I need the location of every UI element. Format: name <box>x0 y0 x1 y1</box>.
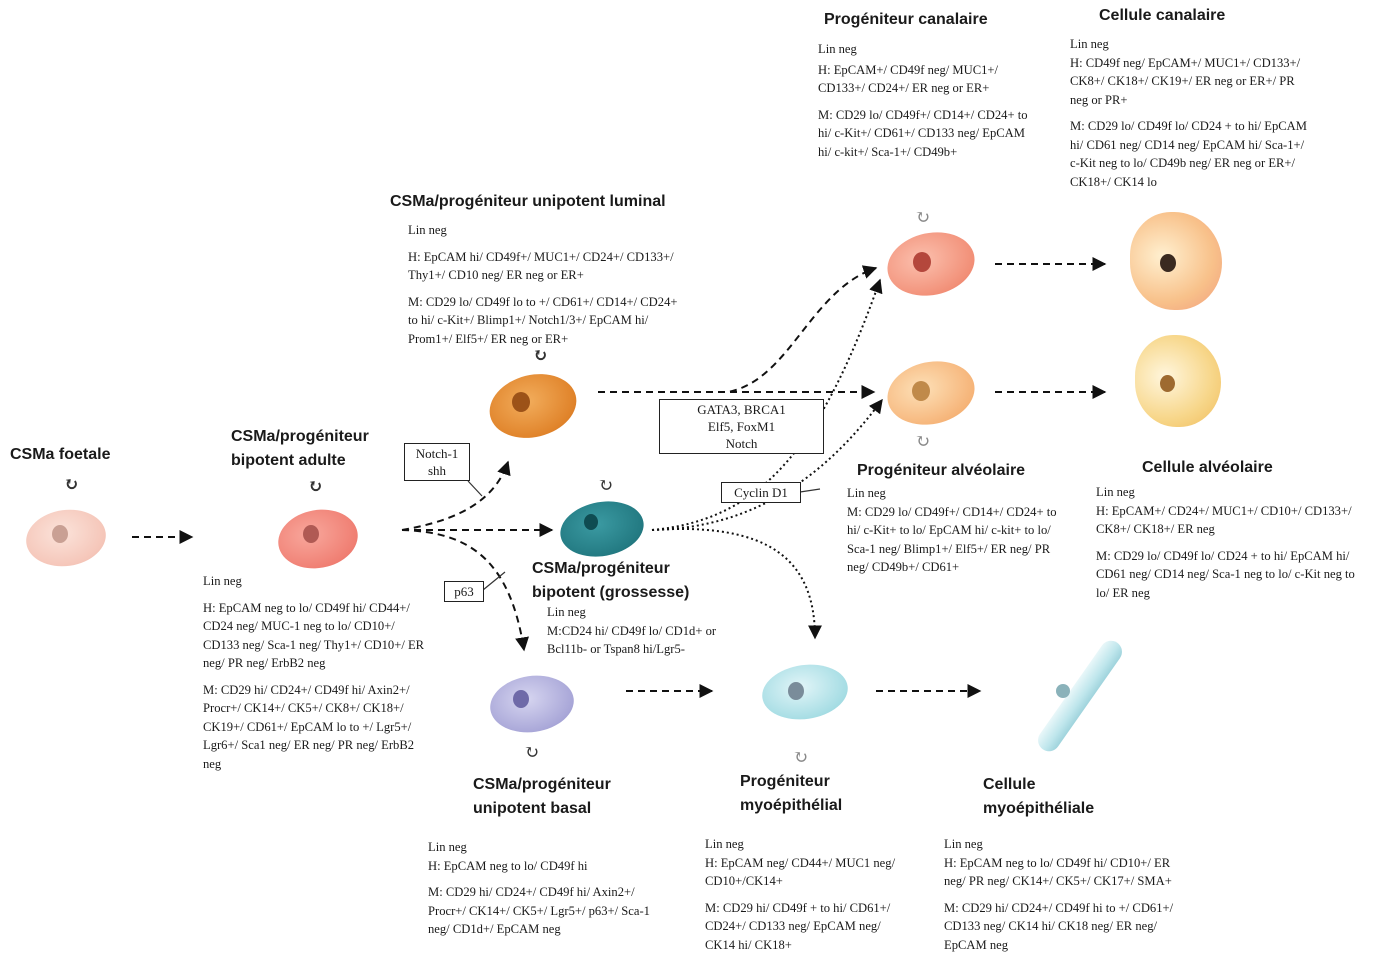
marker-mouse: M: CD29 lo/ CD49f+/ CD14+/ CD24+ to hi/ … <box>847 504 1057 575</box>
canal-progenitor-markers: Lin neg H: EpCAM+/ CD49f neg/ MUC1+/ CD1… <box>818 40 1033 161</box>
pregnancy-markers: Lin neg M:CD24 hi/ CD49f lo/ CD1d+ or Bc… <box>547 603 747 659</box>
marker-lin: Lin neg <box>547 605 586 619</box>
pregnancy-renew-icon: ↻ <box>598 475 614 495</box>
cyclin-d1-label: Cyclin D1 <box>721 482 801 503</box>
canal-cell-markers: Lin neg H: CD49f neg/ EpCAM+/ MUC1+/ CD1… <box>1070 35 1310 191</box>
marker-mouse: M: CD29 hi/ CD24+/ CD49f hi/ Axin2+/ Pro… <box>203 682 415 771</box>
canal-renew-icon: ↻ <box>915 207 931 227</box>
canal-progenitor-nucleus <box>913 252 931 272</box>
basal-progenitor-nucleus <box>513 690 529 708</box>
marker-lin: Lin neg <box>428 840 467 854</box>
bipotent-adult-nucleus <box>303 525 319 543</box>
marker-mouse: M: CD29 lo/ CD49f+/ CD14+/ CD24+ to hi/ … <box>818 107 1028 159</box>
arrow-adult-to-basal <box>401 529 529 652</box>
marker-human: H: EpCAM+/ CD49f neg/ MUC1+/ CD133+/ CD2… <box>818 62 999 96</box>
gata-line-1: GATA3, BRCA1 <box>697 402 786 417</box>
myoprog-title-2: myoépithélial <box>740 797 843 814</box>
myo-cell-markers: Lin neg H: EpCAM neg to lo/ CD49f hi/ CD… <box>944 835 1194 954</box>
marker-human: H: EpCAM neg to lo/ CD49f hi/ CD44+/ CD2… <box>203 600 425 671</box>
myo-cell-title-2: myoépithéliale <box>983 800 1095 817</box>
marker-human: H: CD49f neg/ EpCAM+/ MUC1+/ CD133+/ CK8… <box>1070 55 1301 107</box>
marker-lin: Lin neg <box>1070 37 1109 51</box>
notch-label-pointer <box>467 480 483 497</box>
arrow-adult-to-luminal <box>401 460 511 531</box>
marker-lin: Lin neg <box>847 486 886 500</box>
marker-mouse: M: CD29 hi/ CD24+/ CD49f hi/ Axin2+/ Pro… <box>428 885 650 936</box>
marker-human: H: EpCAM neg to lo/ CD49f hi/ CD10+/ ER … <box>944 855 1172 889</box>
marker-human: H: EpCAM neg to lo/ CD49f hi <box>428 858 588 873</box>
arrow-luminal-to-canal <box>598 265 878 393</box>
canal-cell-title: Cellule canalaire <box>1099 7 1226 24</box>
arrow-pregnancy-to-canal <box>651 278 883 531</box>
notch-shh-label: Notch-1 shh <box>404 443 470 481</box>
marker-mouse: M: CD29 hi/ CD24+/ CD49f hi to +/ CD61+/… <box>944 900 1174 952</box>
myoepithelial-progenitor-nucleus <box>788 682 804 700</box>
myo-cell-title-1: Cellule <box>983 776 1036 793</box>
marker-human: H: EpCAM hi/ CD49f+/ MUC1+/ CD24+/ CD133… <box>408 249 674 283</box>
adult-renew-icon: ↻ <box>308 476 324 496</box>
basal-title-2: unipotent basal <box>473 800 592 817</box>
gata-label: GATA3, BRCA1 Elf5, FoxM1 Notch <box>659 399 824 454</box>
marker-mouse: M:CD24 hi/ CD49f lo/ CD1d+ or Bcl11b- or… <box>547 623 717 657</box>
marker-mouse: M: CD29 lo/ CD49f lo/ CD24 + to hi/ EpCA… <box>1070 119 1307 189</box>
fetal-nucleus <box>52 525 68 543</box>
myoprog-renew-icon: ↻ <box>793 747 809 767</box>
luminal-renew-icon: ↻ <box>533 345 549 365</box>
marker-lin: Lin neg <box>818 42 857 56</box>
marker-lin: Lin neg <box>1096 485 1135 499</box>
bipotent-adult-title-2: bipotent adulte <box>231 452 346 469</box>
shh-label: shh <box>427 463 447 478</box>
marker-lin: Lin neg <box>408 223 447 237</box>
cyclin-label-pointer <box>799 488 821 493</box>
arrow-pregnancy-to-myoprog <box>651 528 822 640</box>
myoepithelial-cell-nucleus <box>1056 684 1070 698</box>
basal-markers: Lin neg H: EpCAM neg to lo/ CD49f hi M: … <box>428 838 664 939</box>
pregnancy-title-1: CSMa/progéniteur <box>532 560 670 577</box>
bipotent-adult-title-1: CSMa/progéniteur <box>231 428 369 445</box>
marker-human: H: EpCAM neg/ CD44+/ MUC1 neg/ CD10+/CK1… <box>705 855 896 889</box>
marker-mouse: M: CD29 lo/ CD49f lo to +/ CD61+/ CD14+/… <box>408 294 678 346</box>
alveolar-progenitor-markers: Lin neg M: CD29 lo/ CD49f+/ CD14+/ CD24+… <box>847 484 1072 577</box>
myoprog-markers: Lin neg H: EpCAM neg/ CD44+/ MUC1 neg/ C… <box>705 835 905 954</box>
myoprog-title-1: Progéniteur <box>740 773 830 790</box>
alveolar-cell <box>1135 335 1221 427</box>
alveolar-cell-nucleus <box>1160 375 1175 392</box>
bipotent-adult-markers: Lin neg H: EpCAM neg to lo/ CD49f hi/ CD… <box>203 572 431 773</box>
p63-label-pointer <box>482 571 506 591</box>
alveolar-cell-markers: Lin neg H: EpCAM+/ CD24+/ MUC1+/ CD10+/ … <box>1096 483 1361 602</box>
canal-cell-nucleus <box>1160 254 1176 272</box>
canal-progenitor-title: Progéniteur canalaire <box>824 11 988 28</box>
fetal-title: CSMa foetale <box>10 446 111 463</box>
marker-mouse: M: CD29 hi/ CD49f + to hi/ CD61+/ CD24+/… <box>705 900 891 952</box>
alveolar-progenitor-title: Progéniteur alvéolaire <box>857 462 1026 479</box>
notch-label: Notch-1 <box>415 446 459 461</box>
pregnancy-title-2: bipotent (grossesse) <box>532 584 690 601</box>
basal-title-1: CSMa/progéniteur <box>473 776 611 793</box>
canal-cell <box>1130 212 1222 310</box>
luminal-title: CSMa/progéniteur unipotent luminal <box>390 193 666 210</box>
luminal-progenitor-nucleus <box>512 392 530 412</box>
marker-lin: Lin neg <box>705 837 744 851</box>
basal-renew-icon: ↻ <box>524 742 540 762</box>
arrow-pregnancy-to-alveolar <box>651 398 883 531</box>
alveolar-cell-title: Cellule alvéolaire <box>1142 459 1273 476</box>
luminal-markers: Lin neg H: EpCAM hi/ CD49f+/ MUC1+/ CD24… <box>408 221 682 348</box>
gata-line-3: Notch <box>725 436 758 451</box>
fetal-renew-icon: ↻ <box>64 474 80 494</box>
marker-lin: Lin neg <box>203 574 242 588</box>
gata-line-2: Elf5, FoxM1 <box>707 419 776 434</box>
bipotent-pregnancy-nucleus <box>584 514 598 530</box>
marker-human: H: EpCAM+/ CD24+/ MUC1+/ CD10+/ CD133+/ … <box>1096 503 1352 537</box>
marker-lin: Lin neg <box>944 837 983 851</box>
alveolar-progenitor-nucleus <box>912 381 930 401</box>
marker-mouse: M: CD29 lo/ CD49f lo/ CD24 + to hi/ EpCA… <box>1096 548 1355 600</box>
p63-label: p63 <box>444 581 484 602</box>
alveolar-renew-icon: ↻ <box>915 431 931 451</box>
